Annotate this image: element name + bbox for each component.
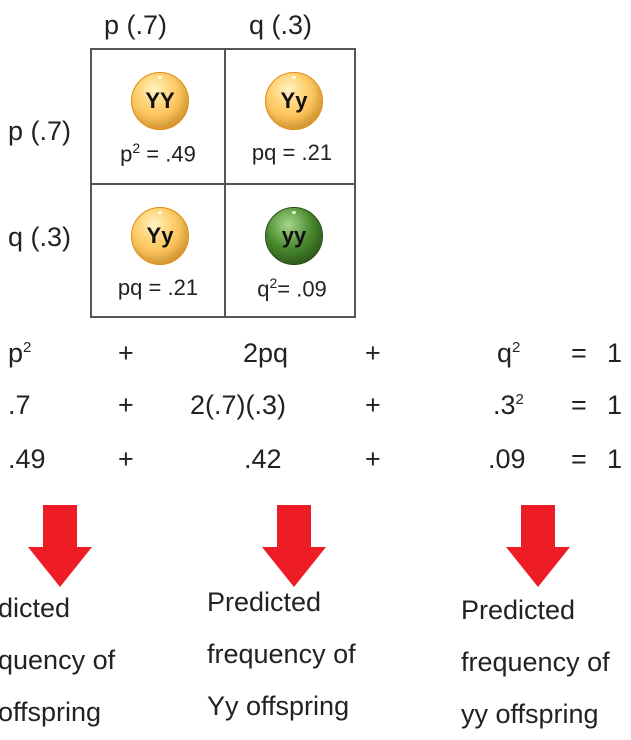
eq2-one: 1: [607, 390, 622, 421]
cell-Yy-top: Yy pq = .21: [226, 50, 358, 183]
caption-Yy-offspring: Predicted frequency of Yy offspring: [207, 576, 356, 732]
eq2-plus-2: +: [365, 390, 381, 421]
eq1-plus-2: +: [365, 338, 381, 369]
eq2-p-value: .7: [8, 390, 31, 421]
cell-YY: YY p2 = .49: [92, 50, 224, 183]
allele-ball-Yy: Yy: [265, 72, 323, 130]
column-header-p: p (.7): [104, 10, 167, 41]
eq3-equals: =: [571, 444, 587, 475]
eq1-q-squared: q2: [497, 338, 520, 369]
eq3-q-squared-result: .09: [488, 444, 526, 475]
eq3-p-squared-result: .49: [8, 444, 46, 475]
column-header-q: q (.3): [249, 10, 312, 41]
cell-frequency: p2 = .49: [92, 140, 224, 167]
arrow-down-icon: [262, 505, 326, 587]
eq2-q-squared-value: .32: [493, 390, 524, 421]
eq1-one: 1: [607, 338, 622, 369]
row-header-q: q (.3): [8, 222, 71, 253]
eq3-plus-1: +: [118, 444, 134, 475]
eq1-plus-1: +: [118, 338, 134, 369]
allele-ball-Yy: Yy: [131, 207, 189, 265]
arrow-down-icon: [506, 505, 570, 587]
caption-yy-offspring: Predicted frequency of yy offspring: [461, 584, 610, 740]
cell-Yy-bottom: Yy pq = .21: [92, 185, 224, 318]
allele-ball-yy: yy: [265, 207, 323, 265]
cell-yy: yy q2= .09: [226, 185, 358, 318]
eq3-one: 1: [607, 444, 622, 475]
cell-frequency: q2= .09: [226, 275, 358, 302]
cell-frequency: pq = .21: [226, 140, 358, 166]
row-header-p: p (.7): [8, 116, 71, 147]
caption-YY-offspring: dicted quency of offspring: [0, 582, 115, 738]
eq1-equals: =: [571, 338, 587, 369]
eq2-plus-1: +: [118, 390, 134, 421]
punnett-square: YY p2 = .49 Yy pq = .21 Yy pq = .21 yy q…: [90, 48, 356, 318]
arrow-down-icon: [28, 505, 92, 587]
cell-frequency: pq = .21: [92, 275, 224, 301]
eq2-2pq-value: 2(.7)(.3): [190, 390, 286, 421]
eq1-p-squared: p2: [8, 338, 31, 369]
eq1-2pq: 2pq: [243, 338, 288, 369]
eq3-plus-2: +: [365, 444, 381, 475]
eq3-2pq-result: .42: [244, 444, 282, 475]
eq2-equals: =: [571, 390, 587, 421]
allele-ball-YY: YY: [131, 72, 189, 130]
